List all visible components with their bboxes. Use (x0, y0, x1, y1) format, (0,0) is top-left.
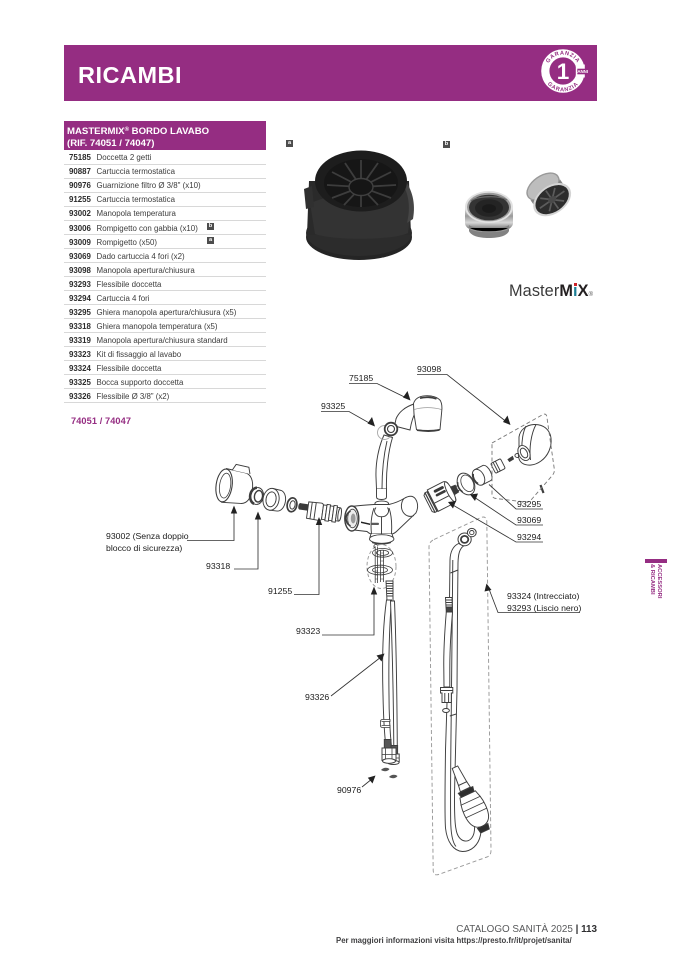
svg-text:75185: 75185 (349, 373, 373, 383)
svg-text:93318: 93318 (206, 561, 230, 571)
svg-text:93326: 93326 (305, 692, 329, 702)
svg-text:91255: 91255 (268, 586, 292, 596)
svg-text:93002 (Senza doppio: 93002 (Senza doppio (106, 531, 189, 541)
svg-text:93098: 93098 (417, 364, 441, 374)
svg-text:blocco di sicurezza): blocco di sicurezza) (106, 543, 182, 553)
svg-text:93323: 93323 (296, 626, 320, 636)
svg-text:93324 (Intrecciato): 93324 (Intrecciato) (507, 591, 580, 601)
svg-text:93325: 93325 (321, 401, 345, 411)
svg-text:90976: 90976 (337, 785, 361, 795)
svg-text:ANNI: ANNI (577, 69, 588, 74)
svg-text:93293 (Liscio nero): 93293 (Liscio nero) (507, 603, 581, 613)
svg-text:93294: 93294 (517, 532, 541, 542)
svg-text:1: 1 (557, 59, 570, 84)
svg-text:93069: 93069 (517, 515, 541, 525)
svg-text:93295: 93295 (517, 499, 541, 509)
